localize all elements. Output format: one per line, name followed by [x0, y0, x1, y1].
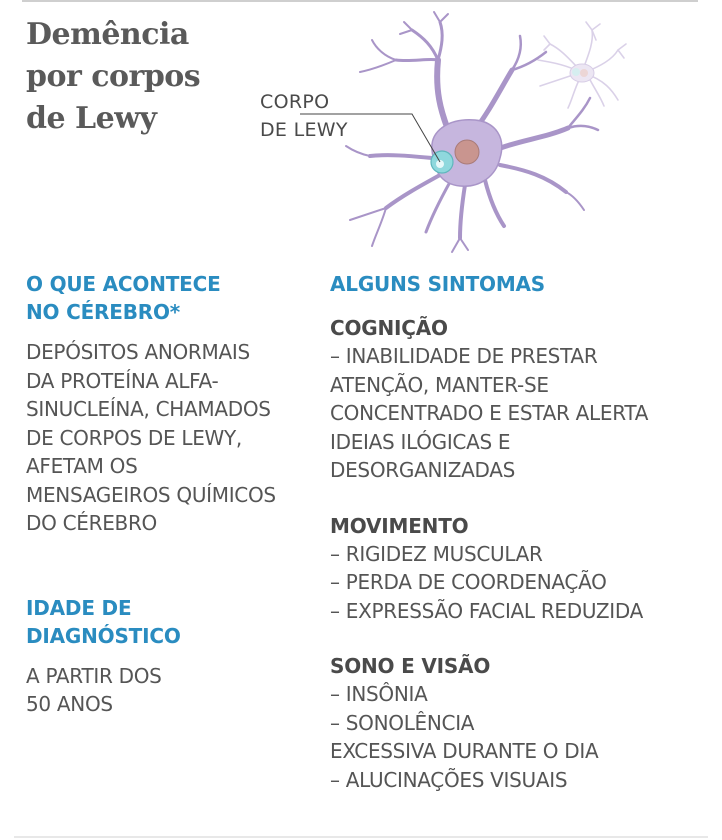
title-line: por corpos: [26, 59, 201, 94]
section-heading-brain: O QUE ACONTECE NO CÉREBRO*: [26, 270, 316, 326]
callout-line: CORPO: [260, 91, 330, 113]
symptom-line: – ALUCINAÇÕES VISUAIS: [330, 767, 568, 792]
body-line: DEPÓSITOS ANORMAIS: [26, 340, 250, 364]
symptom-group-title: SONO E VISÃO: [330, 654, 491, 678]
symptom-line: – EXPRESSÃO FACIAL REDUZIDA: [330, 598, 643, 623]
symptom-line: – INSÔNIA: [330, 682, 428, 706]
heading-line: IDADE DE: [26, 595, 132, 620]
symptom-line: EXCESSIVA DURANTE O DIA: [330, 739, 599, 763]
symptom-line: – PERDA DE COORDENAÇÃO: [330, 570, 607, 594]
heading-line: NO CÉREBRO*: [26, 300, 181, 324]
section-heading-diagnosis-age: IDADE DE DIAGNÓSTICO: [26, 594, 316, 650]
body-line: DA PROTEÍNA ALFA-: [26, 368, 219, 393]
body-line: A PARTIR DOS: [26, 663, 162, 688]
title-line: de Lewy: [26, 101, 157, 136]
callout-line: DE LEWY: [260, 119, 348, 141]
left-column: O QUE ACONTECE NO CÉREBRO* DEPÓSITOS ANO…: [26, 270, 316, 719]
section-body-diagnosis-age: A PARTIR DOS 50 ANOS: [26, 662, 316, 719]
heading-line: O QUE ACONTECE: [26, 272, 221, 296]
section-body-brain: DEPÓSITOS ANORMAIS DA PROTEÍNA ALFA- SIN…: [26, 338, 316, 538]
body-line: SINUCLEÍNA, CHAMADOS: [26, 397, 271, 421]
symptom-line: – SONOLÊNCIA: [330, 710, 475, 735]
top-divider: [22, 0, 698, 2]
right-column: ALGUNS SINTOMAS COGNIÇÃO – INABILIDADE D…: [330, 270, 720, 794]
heading-line: DIAGNÓSTICO: [26, 623, 181, 648]
body-line: DE CORPOS DE LEWY,: [26, 425, 242, 450]
body-line: DO CÉREBRO: [26, 511, 157, 535]
page-title: Demência por corpos de Lewy: [26, 14, 266, 140]
nucleus-icon: [454, 139, 480, 165]
symptom-group-sleep-vision: SONO E VISÃO – INSÔNIA – SONOLÊNCIA EXCE…: [330, 652, 720, 794]
neuron-illustration: [300, 11, 627, 253]
lewy-body-callout: CORPO DE LEWY: [260, 88, 348, 144]
symptom-line: CONCENTRADO E ESTAR ALERTA: [330, 401, 649, 425]
symptom-line: – RIGIDEZ MUSCULAR: [330, 541, 543, 566]
symptom-group-cognition: COGNIÇÃO – INABILIDADE DE PRESTAR ATENÇÃ…: [330, 314, 720, 485]
symptom-group-title: COGNIÇÃO: [330, 316, 448, 340]
symptom-group-movement: MOVIMENTO – RIGIDEZ MUSCULAR – PERDA DE …: [330, 512, 720, 626]
symptom-line: ATENÇÃO, MANTER-SE: [330, 372, 549, 397]
symptom-line: IDEIAS ILÓGICAS E: [330, 429, 511, 454]
title-line: Demência: [26, 17, 189, 52]
symptom-line: – INABILIDADE DE PRESTAR: [330, 344, 598, 368]
symptom-line: DESORGANIZADAS: [330, 458, 516, 482]
bottom-divider: [14, 836, 708, 838]
main-neuron-icon: [345, 11, 600, 253]
body-line: AFETAM OS: [26, 454, 138, 478]
symptoms-heading: ALGUNS SINTOMAS: [330, 272, 545, 296]
body-line: MENSAGEIROS QUÍMICOS: [26, 482, 276, 507]
body-line: 50 ANOS: [26, 692, 113, 716]
callout-leader-line: [300, 113, 441, 163]
symptom-group-title: MOVIMENTO: [330, 513, 469, 538]
